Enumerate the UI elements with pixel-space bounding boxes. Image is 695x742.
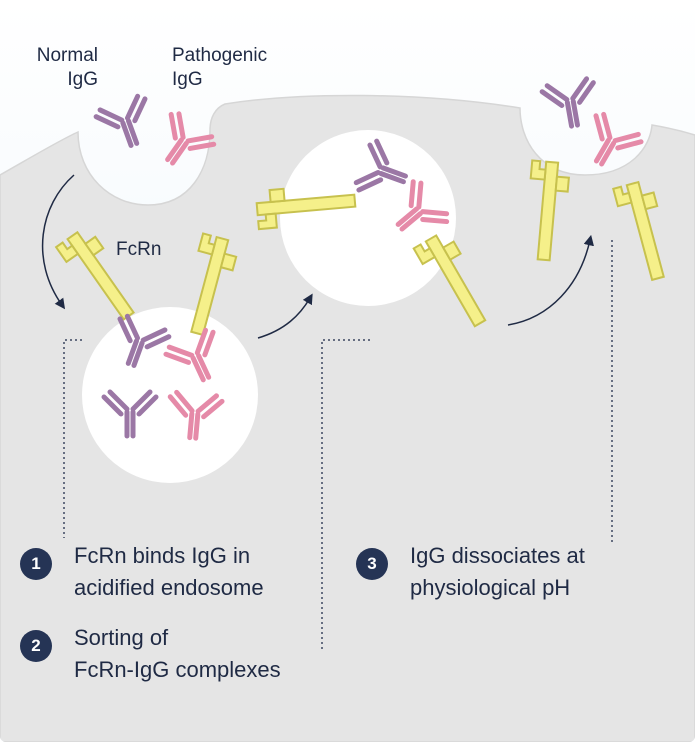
step-line: IgG dissociates at <box>410 543 585 568</box>
arrow-endocytosis <box>41 174 75 310</box>
leader-lines <box>63 240 613 650</box>
step-description: Sorting of FcRn-IgG complexes <box>74 622 281 686</box>
cell-cytoplasm <box>0 94 695 742</box>
step-line: acidified endosome <box>74 575 264 600</box>
pathogenic-igg-label-line1: Pathogenic <box>172 45 268 66</box>
arrow-sorting <box>257 293 313 339</box>
step-line: physiological pH <box>410 575 571 600</box>
step-line: FcRn binds IgG in <box>74 543 251 568</box>
pathogenic-igg-label-line2: IgG <box>172 69 203 90</box>
normal-igg-label: Normal IgG <box>14 44 98 92</box>
normal-igg-label-line1: Normal <box>36 45 98 66</box>
normal-igg-label-line2: IgG <box>67 69 98 90</box>
step-description: FcRn binds IgG in acidified endosome <box>74 540 264 604</box>
step-number-badge: 2 <box>20 630 52 662</box>
step-1: 1 FcRn binds IgG in acidified endosome <box>20 540 264 604</box>
step-2: 2 Sorting of FcRn-IgG complexes <box>20 622 281 686</box>
step-number-badge: 3 <box>356 548 388 580</box>
sorting-vesicle <box>280 130 456 306</box>
step-line: Sorting of <box>74 625 169 650</box>
step-3: 3 IgG dissociates at physiological pH <box>356 540 585 604</box>
step-description: IgG dissociates at physiological pH <box>410 540 585 604</box>
pathogenic-igg-label: Pathogenic IgG <box>172 44 267 92</box>
step-line: FcRn-IgG complexes <box>74 657 281 682</box>
arrow-recycling <box>507 234 594 326</box>
fcrn-label: FcRn <box>116 239 162 260</box>
step-number-badge: 1 <box>20 548 52 580</box>
